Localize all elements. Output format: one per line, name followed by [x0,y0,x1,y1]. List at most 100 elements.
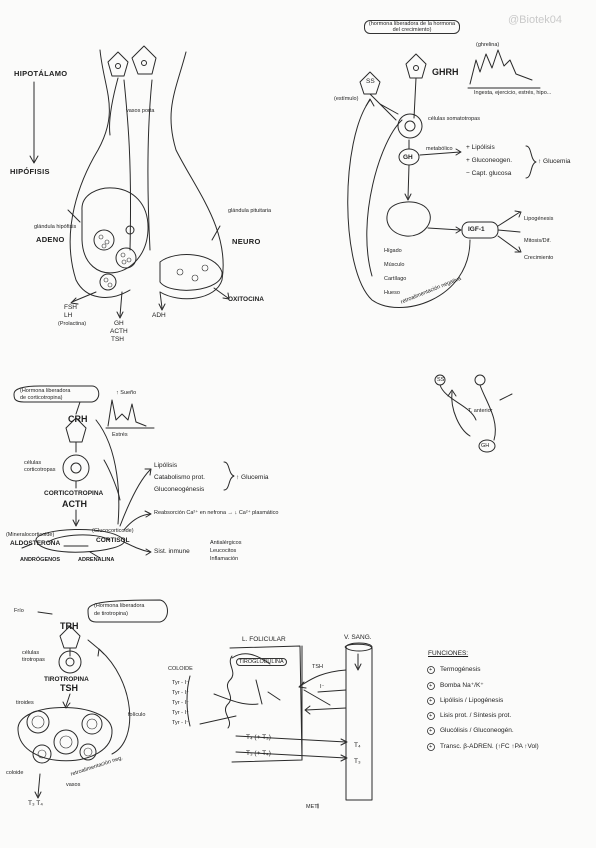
trh-axis-sketch [17,599,168,799]
label-tirotropina: TIROTROPINA [44,676,89,683]
label-tyr-2: Tyr - I⁻ [172,690,189,696]
funcion-4-text: Lisis prot. / Síntesis prot. [440,712,512,719]
label-ghrh-note: (hormona liberadora de la hormona del cr… [364,20,460,35]
label-prolactina: (Prolactina) [58,321,87,327]
label-mini-tanterior: T. anterior [468,408,493,414]
funcion-5-sign: + [429,728,433,734]
gh-effect-3: − Capt. glucosa [466,170,511,177]
gh-effect-1-sign: + [466,144,470,151]
label-androgenos: ANDRÓGENOS [20,557,61,563]
label-acth: ACTH [62,499,87,509]
label-trh-note-1: (Hormona liberadora [94,603,145,609]
label-frio: Frío [14,608,24,614]
label-metabolico: metabólico [426,146,453,152]
label-tirotropas-2: tirotropas [22,657,45,663]
label-tyr-1: Tyr - I⁻ [172,680,189,686]
label-oxitocina: OXITOCINA [228,296,264,303]
label-ss-note: (estímulo) [334,96,359,102]
label-sist-inmune: Sist. inmune [154,548,190,555]
funcion-3-text: Lipólisis / Lipogénesis [440,697,504,704]
label-tyr-3: Tyr - I⁻ [172,700,189,706]
label-coloide: COLOIDE [168,666,193,672]
label-t3t4: T₃ T₄ [28,800,43,807]
ss-gh-mini-loop [434,374,513,453]
label-tyr-4: Tyr - I⁻ [172,710,189,716]
label-gh-hormone: GH [114,320,124,327]
gh-effect-3-text: Capt. glucosa [471,170,512,177]
funcion-3-sign: + [429,698,433,704]
label-adeno-note: glándula hipófisis [34,224,77,230]
label-ghrelina: (ghrelina) [476,42,500,48]
funcion-6-text: Transc. β-ADREN. (↑FC ↑PA ↑Vol) [440,743,539,750]
label-portal-note: vasos porta [126,108,155,114]
crh-axis-sketch [13,385,235,559]
label-igf-mitosis: Mitosis/Dif. [524,238,551,244]
label-estres: Estrés [112,432,128,438]
funcion-5-text: Glucólisis / Gluconeogén. [440,727,514,734]
label-mini-ss: SS [437,377,445,383]
label-target-higado: Hígado [384,248,402,254]
gh-effect-1-text: Lipólisis [471,144,495,151]
label-neuro: NEURO [232,237,261,246]
label-t4-out: T₄ [354,742,361,749]
label-folicular: folículo [128,712,146,718]
label-l-folicular: L. FOLICULAR [242,636,286,643]
label-glucemia-crh: ↑ Glucemia [236,474,269,481]
label-coloide-trh: coloide [6,770,24,776]
label-tsh-cell: TSH [312,664,323,670]
follicle-cell-sketch [186,642,373,809]
label-mini-gh: GH [481,443,490,449]
label-adrenalina: ADRENALINA [78,557,115,563]
label-aldosterona: ALDOSTERONA [10,540,61,547]
gh-effect-2-text: Gluconeogen. [471,157,513,164]
label-iminus: I⁻ [320,684,325,690]
label-target-musculo: Músculo [384,262,405,268]
label-reabsorcion: Reabsorción Ca²⁺ en nefrona → ↓ Ca²⁺ pla… [154,510,279,516]
gh-effect-3-sign: − [466,170,470,177]
gh-effect-1: + Lipólisis [466,144,495,151]
label-t4-cell: T₄ (+ T₃) [246,734,271,741]
label-igf-crecimiento: Crecimiento [524,255,554,261]
label-somatotropas: células somatotropas [428,116,480,122]
label-crh-note-1: (Hormona liberadora [20,388,71,394]
label-inflamacion: Inflamación [210,556,239,562]
label-crh: CRH [68,414,88,424]
label-fsh: FSH [64,304,77,311]
label-antialergicos: Antialérgicos [210,540,242,546]
pituitary-sketch [29,45,230,319]
label-tirotropas-1: células [22,650,40,656]
label-mineralocorticoide: (Mineralocorticoide) [6,532,55,538]
label-target-hueso: Hueso [384,290,400,296]
label-target-cartilago: Cartílago [384,276,407,282]
label-tiroglobulina: TIROGLOBULINA [236,658,287,667]
label-corticotropas-1: células [24,460,42,466]
label-corticotropas-2: corticotropas [24,467,56,473]
label-cortisol: CORTISOL [96,537,130,544]
label-crh-graph: ↑ Sueño [116,390,137,396]
label-neuro-note: glándula pituitaria [228,208,272,214]
label-glucemia-gh: ↑ Glucemia [538,158,571,165]
funcion-6-sign: + [429,744,433,750]
label-trh: TRH [60,621,79,631]
funcion-1-text: Termogénesis [440,666,481,673]
label-adeno: ADENO [36,235,65,244]
funciones-markers [427,666,435,751]
gh-effect-2: + Gluconeogen. [466,157,512,164]
label-trh-note-2: de tirotropina) [94,611,128,617]
gh-effect-2-sign: + [466,157,470,164]
label-leucocitos: Leucocitos [210,548,237,554]
label-igf-lipogenesis: Lipogénesis [524,216,554,222]
label-ghrh: GHRH [432,67,459,77]
label-met: MET. [306,804,319,810]
funcion-1-sign: + [429,667,433,673]
gh-axis-sketch [347,49,541,308]
label-tiroides: tiroides [16,700,34,706]
funcion-2-text: Bomba Na⁺/K⁺ [440,682,484,689]
label-crh-note-2: de corticotropina) [20,395,63,401]
label-secretion-note: Ingesta, ejercicio, estrés, hipo... [474,90,552,96]
label-acth-hormone: ACTH [110,328,128,335]
label-tsh-hormone: TSH [111,336,124,343]
funciones-title: FUNCIONES: [428,650,469,657]
